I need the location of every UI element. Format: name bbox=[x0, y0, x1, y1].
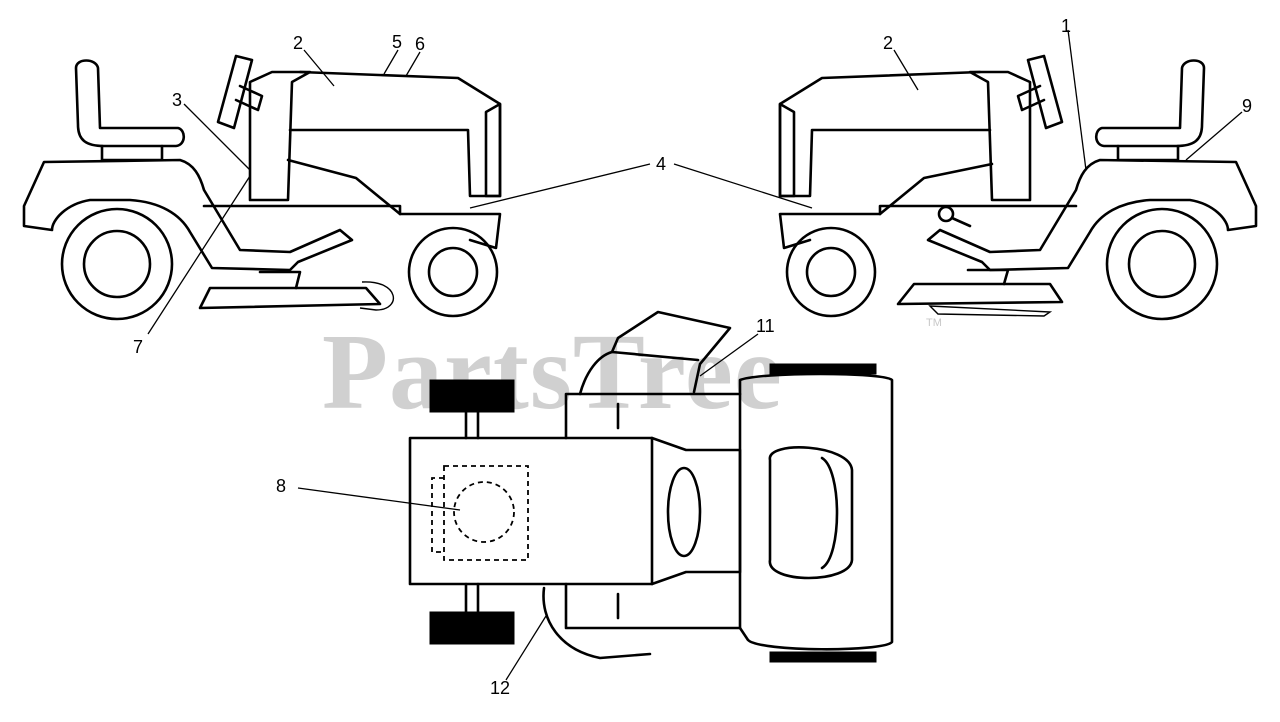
callout-1: 1 bbox=[1061, 16, 1071, 36]
callout-9: 9 bbox=[1242, 96, 1252, 116]
top-view-tractor bbox=[408, 310, 894, 663]
callout-2-left: 2 bbox=[293, 33, 303, 53]
left-side-view-tractor bbox=[22, 54, 502, 321]
callout-2-right: 2 bbox=[883, 33, 893, 53]
callout-4: 4 bbox=[656, 154, 666, 174]
callout-11: 11 bbox=[756, 316, 775, 336]
callout-8: 8 bbox=[276, 476, 286, 496]
callout-5: 5 bbox=[392, 32, 402, 52]
watermark-logo: PartsTree bbox=[322, 313, 783, 432]
callout-labels: 1 2 2 3 4 5 6 7 8 9 11 12 bbox=[133, 16, 1252, 698]
callout-3: 3 bbox=[172, 90, 182, 110]
right-side-view-tractor bbox=[778, 54, 1258, 321]
callout-6: 6 bbox=[415, 34, 425, 54]
callout-7: 7 bbox=[133, 337, 143, 357]
watermark-trademark: TM bbox=[926, 317, 942, 329]
callout-12: 12 bbox=[490, 678, 510, 698]
callout-leaders bbox=[147, 29, 1243, 681]
